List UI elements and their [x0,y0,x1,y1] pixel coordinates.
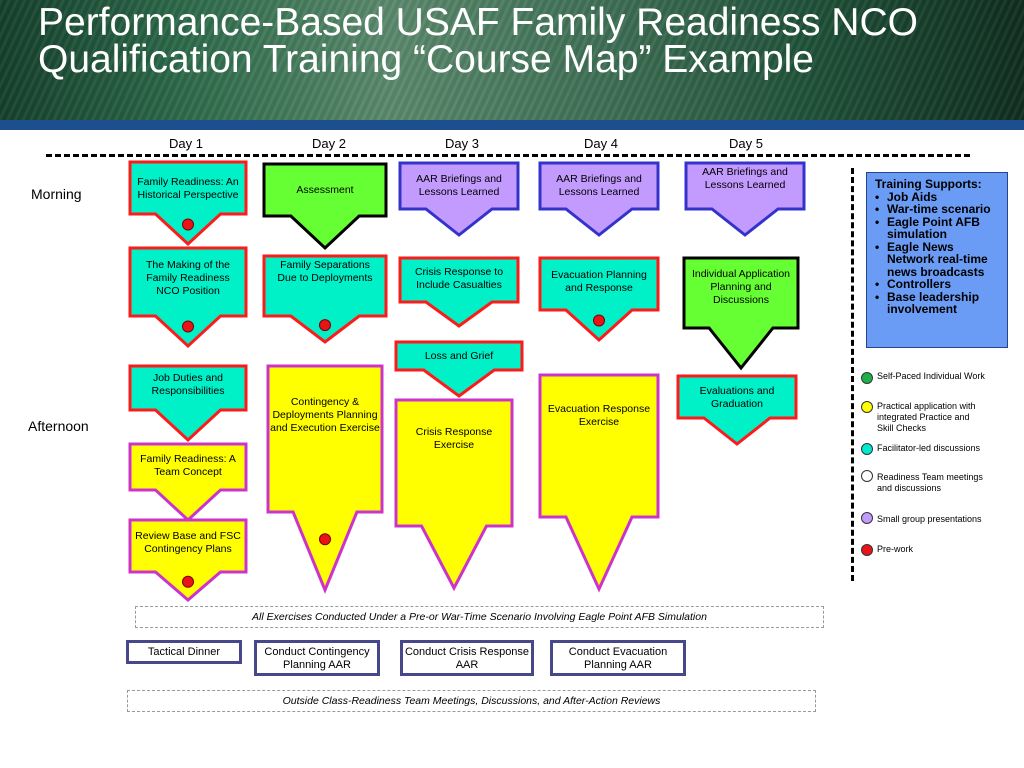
legend-dot-readiness-team [861,470,873,482]
legend-divider-line [851,168,854,581]
pre-work-dot [182,320,194,333]
block-d3-crisis-exercise: Crisis Response Exercise [415,426,493,451]
pre-work-dot [182,575,194,588]
legend-label-facilitator: Facilitator-led discussions [877,443,981,453]
support-item: Job Aids [873,190,1003,204]
legend-dot-facilitator [861,443,873,455]
pre-work-dot [319,533,331,546]
block-shape-d4_b1 [538,161,660,237]
legend-dot-small-group [861,512,873,524]
title-underline-bar [0,120,1024,130]
support-item: Eagle Point AFB simulation [873,215,1003,241]
block-d2-contingency-exercise: Contingency & Deployments Planning and E… [270,396,380,434]
block-shape-d5_b2 [682,256,800,371]
block-d1-team-concept: Family Readiness: A Team Concept [140,453,236,478]
day-3-header: Day 3 [445,136,479,151]
block-d4-aar-briefings: AAR Briefings and Lessons Learned [556,173,642,198]
block-shape-d3_b2 [398,256,520,328]
block-d4-evacuation-planning: Evacuation Planning and Response [551,269,647,294]
block-shape-d2_b3 [266,364,384,594]
block-d3-loss-and-grief: Loss and Grief [424,350,494,362]
block-shape-d1_b4 [128,442,248,523]
block-shape-d1_b2 [128,246,248,349]
outside-class-note: Outside Class-Readiness Team Meetings, D… [127,690,816,712]
support-item: Base leadership involvement [873,290,1003,316]
support-item: Eagle News Network real-time news broadc… [873,240,1003,279]
block-d5-individual-application: Individual Application Planning and Disc… [691,268,791,306]
day-4-header: Day 4 [584,136,618,151]
exercises-note: All Exercises Conducted Under a Pre-or W… [135,606,824,628]
support-item: War-time scenario [873,203,1003,216]
legend-label-self-paced: Self-Paced Individual Work [877,371,985,381]
day-1-header: Day 1 [169,136,203,151]
block-shape-d1_b5 [128,518,248,602]
evacuation-aar-box: Conduct Evacuation Planning AAR [550,640,686,676]
block-d2-family-separations: Family Separations Due to Deployments [277,259,373,284]
support-item: Controllers [873,278,1003,291]
block-shape-d3_b1 [398,161,520,237]
block-d3-aar-briefings: AAR Briefings and Lessons Learned [416,173,502,198]
legend-dot-practical [861,401,873,413]
legend-dot-pre-work [861,544,873,556]
block-shape-d2_b1 [262,162,388,251]
legend-label-readiness-team: Readiness Team meetings and discussions [877,472,983,493]
morning-label: Morning [31,186,82,202]
block-d4-evacuation-exercise: Evacuation Response Exercise [547,403,651,428]
block-d1-job-duties: Job Duties and Responsibilities [151,372,225,397]
block-shape-d1_b1 [128,160,248,247]
block-shape-d5_b1 [684,161,806,237]
page-title: Performance-Based USAF Family Readiness … [38,1,918,81]
tactical-dinner-box: Tactical Dinner [126,640,242,664]
block-shape-d2_b2 [262,254,388,344]
contingency-aar-box: Conduct Contingency Planning AAR [254,640,380,676]
training-supports-heading: Training Supports: [875,177,982,191]
training-supports-panel: Training Supports: Job Aids War-time sce… [866,172,1008,348]
block-shape-d5_b3 [676,374,798,446]
day-divider-line [46,154,970,157]
afternoon-label: Afternoon [28,418,89,434]
pre-work-dot [593,314,605,327]
legend-label-pre-work: Pre-work [877,544,914,554]
block-shape-d4_b3 [538,373,660,593]
block-d5-aar-briefings: AAR Briefings and Lessons Learned [702,166,788,191]
legend-dot-self-paced [861,372,873,384]
day-2-header: Day 2 [312,136,346,151]
block-d1-review-plans: Review Base and FSC Contingency Plans [135,530,241,555]
block-d1-historical-perspective: Family Readiness: An Historical Perspect… [137,176,239,201]
block-d1-making-of-position: The Making of the Family Readiness NCO P… [145,259,231,297]
block-shape-d3_b3 [394,340,524,398]
day-5-header: Day 5 [729,136,763,151]
title-banner [0,0,1024,120]
block-d5-evaluations-graduation: Evaluations and Graduation [699,385,775,410]
block-shape-d3_b4 [394,398,514,592]
block-d2-assessment: Assessment [296,184,354,196]
block-shape-d4_b2 [538,256,660,343]
pre-work-dot [319,319,331,332]
pre-work-dot [182,218,194,231]
block-d3-crisis-response: Crisis Response to Include Casualties [414,266,504,291]
legend-label-small-group: Small group presentations [877,514,982,524]
training-supports-list: Job Aids War-time scenario Eagle Point A… [873,190,1003,316]
block-shape-d1_b3 [128,364,248,443]
legend-label-practical: Practical application with integrated Pr… [877,401,976,433]
crisis-aar-box: Conduct Crisis Response AAR [400,640,534,676]
